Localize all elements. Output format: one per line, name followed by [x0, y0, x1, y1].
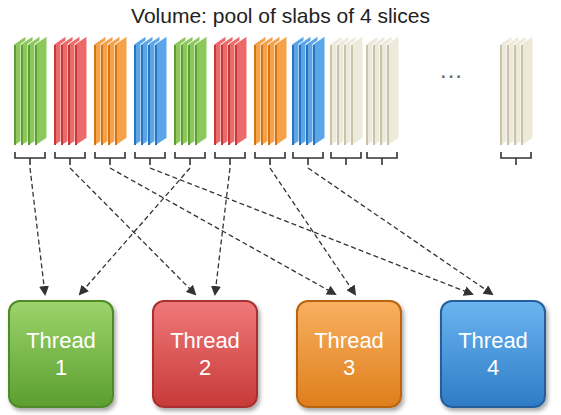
slice-edge [514, 45, 516, 145]
ellipsis-label: ... [440, 56, 463, 84]
slice-edge [373, 45, 375, 145]
slab [94, 36, 127, 146]
slice [313, 36, 325, 146]
thread-box: Thread 2 [152, 300, 258, 408]
slice-edge [214, 45, 216, 145]
slice [275, 36, 287, 146]
slice [155, 36, 167, 146]
slice-edge [351, 45, 353, 145]
slice-edge [188, 45, 190, 145]
slice-edge [155, 45, 157, 145]
slice-edge [306, 45, 308, 145]
slab [366, 36, 399, 146]
dashed-arrow [30, 168, 45, 294]
slab [134, 36, 167, 146]
slice-edge [344, 45, 346, 145]
slice-edge [330, 45, 332, 145]
dashed-arrow [110, 168, 335, 294]
slice [35, 36, 47, 146]
slice-edge [261, 45, 263, 145]
slab-bracket [367, 152, 397, 165]
slice-edge [54, 45, 56, 145]
assignment-arrows [30, 168, 492, 294]
slab-bracket [135, 152, 165, 165]
slice-edge [380, 45, 382, 145]
thread-label: Thread 2 [170, 327, 240, 382]
slab [330, 36, 363, 146]
slab [174, 36, 207, 146]
slice [195, 36, 207, 146]
slice-edge [94, 45, 96, 145]
slice-edge [521, 45, 523, 145]
slice-edge [75, 45, 77, 145]
slice-edge [195, 45, 197, 145]
dashed-arrow [270, 168, 355, 294]
thread-label: Thread 3 [314, 327, 384, 382]
slice-edge [366, 45, 368, 145]
slice-edge [21, 45, 23, 145]
slice-edge [337, 45, 339, 145]
slice-edge [28, 45, 30, 145]
slice-edge [313, 45, 315, 145]
slice-edge [268, 45, 270, 145]
slice-edge [254, 45, 256, 145]
slice-edge [275, 45, 277, 145]
slab [292, 36, 325, 146]
thread-box: Thread 3 [296, 300, 402, 408]
slice-edge [507, 45, 509, 145]
slab [14, 36, 47, 146]
dashed-arrow [150, 168, 472, 294]
slice-edge [228, 45, 230, 145]
slice-edge [148, 45, 150, 145]
slab-bracket [331, 152, 361, 165]
slice [235, 36, 247, 146]
bracket-group [15, 152, 531, 165]
thread-label: Thread 1 [26, 327, 96, 382]
slab [500, 36, 533, 146]
slab-bracket [293, 152, 323, 165]
slab [254, 36, 287, 146]
slab-bracket [501, 152, 531, 165]
slab-bracket [175, 152, 205, 165]
slice-edge [101, 45, 103, 145]
slice [75, 36, 87, 146]
slab-bracket [215, 152, 245, 165]
slice-edge [134, 45, 136, 145]
slice [387, 36, 399, 146]
slab-bracket [55, 152, 85, 165]
slice-edge [181, 45, 183, 145]
slab [54, 36, 87, 146]
slice-edge [35, 45, 37, 145]
slice-edge [500, 45, 502, 145]
slab-bracket [255, 152, 285, 165]
slice-edge [68, 45, 70, 145]
slice-edge [221, 45, 223, 145]
slice [351, 36, 363, 146]
dashed-arrow [215, 168, 230, 294]
thread-label: Thread 4 [458, 327, 528, 382]
slice-edge [14, 45, 16, 145]
thread-box: Thread 1 [8, 300, 114, 408]
slice-edge [61, 45, 63, 145]
slice-edge [108, 45, 110, 145]
dashed-arrow [70, 168, 195, 294]
slice-edge [292, 45, 294, 145]
dashed-arrow [308, 168, 492, 294]
slab-group [14, 36, 533, 146]
thread-box: Thread 4 [440, 300, 546, 408]
slice-edge [174, 45, 176, 145]
diagram-title: Volume: pool of slabs of 4 slices [0, 4, 561, 28]
slice-edge [387, 45, 389, 145]
slice-edge [235, 45, 237, 145]
slice [115, 36, 127, 146]
slab-bracket [15, 152, 45, 165]
dashed-arrow [80, 168, 190, 294]
slab-bracket [95, 152, 125, 165]
slice-edge [115, 45, 117, 145]
slice [521, 36, 533, 146]
slab [214, 36, 247, 146]
slice-edge [141, 45, 143, 145]
slice-edge [299, 45, 301, 145]
